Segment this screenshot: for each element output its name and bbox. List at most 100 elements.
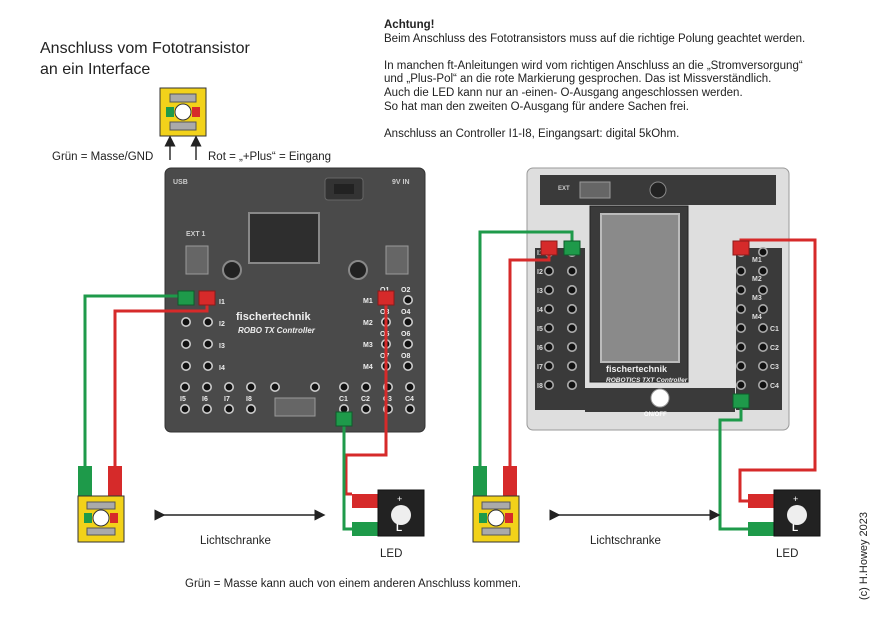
port-label: I7	[224, 396, 230, 403]
wire-green-tx-input	[83, 294, 186, 466]
led-module-right: + L	[748, 489, 821, 537]
socket	[181, 360, 192, 371]
port-label: C4	[405, 396, 414, 403]
port-label: I1	[219, 299, 225, 306]
socket	[181, 338, 192, 349]
notes-line: Beim Anschluss des Fototransistors muss …	[384, 32, 806, 45]
socket	[735, 341, 746, 352]
plug-green-tx-counter	[335, 411, 353, 427]
notes-line: Auch die LED kann nur an -einen- O-Ausga…	[384, 86, 743, 99]
led-label-right: LED	[776, 548, 799, 560]
port-label: M4	[363, 364, 373, 371]
power-label: 9V IN	[392, 179, 410, 186]
socket	[757, 303, 768, 314]
txt-onoff: ON/OFF	[644, 412, 667, 418]
port-label: I3	[219, 343, 225, 350]
socket	[203, 338, 214, 349]
port-label: C3	[383, 396, 392, 403]
notes-line: und „Plus-Pol“ an die rote Markierung ge…	[384, 73, 772, 86]
port-label: I6	[202, 396, 208, 403]
notes-line: So hat man den zweiten O-Ausgang für and…	[384, 100, 689, 113]
led-module-left: + L	[352, 489, 425, 537]
wire-green-txt-counter	[718, 400, 748, 531]
robotics-txt-controller: EXT fischertechnik ROBOTICS TXT Controll…	[526, 167, 790, 431]
socket	[543, 341, 554, 352]
socket	[180, 403, 191, 414]
socket	[402, 294, 413, 305]
port-label: I7	[537, 364, 543, 371]
socket	[402, 316, 413, 327]
led-plus-right: +	[793, 494, 798, 504]
robo-tx-controller: USB 9V IN EXT 1 fischertechnik ROBO TX C…	[164, 167, 426, 433]
socket	[757, 360, 768, 371]
notes-paragraph-3: Anschluss an Controller I1-I8, Eingangsa…	[384, 128, 805, 142]
wire-red-tx-input	[113, 301, 209, 466]
notes-paragraph-2: In manchen ft-Anleitungen wird vom richt…	[384, 60, 805, 114]
socket	[757, 379, 768, 390]
socket	[543, 303, 554, 314]
port-label: I2	[537, 269, 543, 276]
tx-brand: fischertechnik	[236, 311, 311, 323]
port-label: M4	[752, 314, 762, 321]
port-label: M2	[752, 276, 762, 283]
txt-ext-label: EXT	[558, 186, 570, 192]
notes-paragraph-1: Beim Anschluss des Fototransistors muss …	[384, 33, 805, 47]
socket	[224, 403, 235, 414]
led-letter-right: L	[792, 523, 798, 534]
light-barrier-label-right: Lichtschranke	[590, 535, 661, 547]
footnote: Grün = Masse kann auch von einem anderen…	[185, 578, 521, 590]
port-label: M1	[363, 298, 373, 305]
port-label: O4	[401, 309, 410, 316]
socket	[338, 381, 349, 392]
socket	[543, 322, 554, 333]
tx-model: ROBO TX Controller	[238, 326, 316, 335]
socket	[735, 322, 746, 333]
red-pin-label: Rot = „+Plus“ = Eingang	[208, 151, 332, 163]
socket	[269, 381, 280, 392]
socket	[566, 322, 577, 333]
socket	[246, 403, 257, 414]
title-line-2: an ein Interface	[40, 61, 151, 78]
port-label: I2	[219, 321, 225, 328]
port-label: I5	[537, 326, 543, 333]
notes-line: In manchen ft-Anleitungen wird vom richt…	[384, 59, 803, 72]
socket	[757, 341, 768, 352]
wire-green-txt-input	[478, 230, 574, 466]
port-label: I4	[537, 307, 543, 314]
socket	[566, 341, 577, 352]
socket	[757, 322, 768, 333]
socket	[757, 284, 768, 295]
socket	[402, 360, 413, 371]
socket	[224, 381, 235, 392]
port-label: M3	[363, 342, 373, 349]
socket	[203, 316, 214, 327]
port-label: I6	[537, 345, 543, 352]
plug-green-tx	[177, 290, 195, 306]
port-label: O6	[401, 331, 410, 338]
port-label: I5	[180, 396, 186, 403]
ext-label: EXT 1	[186, 231, 206, 238]
light-barrier-label-left: Lichtschranke	[200, 535, 271, 547]
port-label: M1	[752, 257, 762, 264]
usb-label: USB	[173, 179, 188, 186]
notes-line: Anschluss an Controller I1-I8, Eingangsa…	[384, 127, 680, 140]
socket	[735, 265, 746, 276]
socket	[566, 284, 577, 295]
socket	[360, 381, 371, 392]
socket	[203, 360, 214, 371]
txt-model: ROBOTICS TXT Controller	[606, 377, 688, 384]
phototransistor-bottom-left	[77, 466, 125, 543]
socket	[735, 379, 746, 390]
port-label: I1	[537, 250, 543, 257]
socket	[404, 381, 415, 392]
port-label: C4	[770, 383, 779, 390]
port-label: I4	[219, 365, 225, 372]
notes-block: Achtung! Beim Anschluss des Fototransist…	[384, 19, 805, 155]
plug-red-tx-output	[377, 290, 395, 306]
port-label: O8	[401, 353, 410, 360]
socket	[202, 403, 213, 414]
port-label: C3	[770, 364, 779, 371]
socket	[735, 303, 746, 314]
txt-socket-array	[543, 247, 768, 390]
led-letter-left: L	[396, 523, 402, 534]
